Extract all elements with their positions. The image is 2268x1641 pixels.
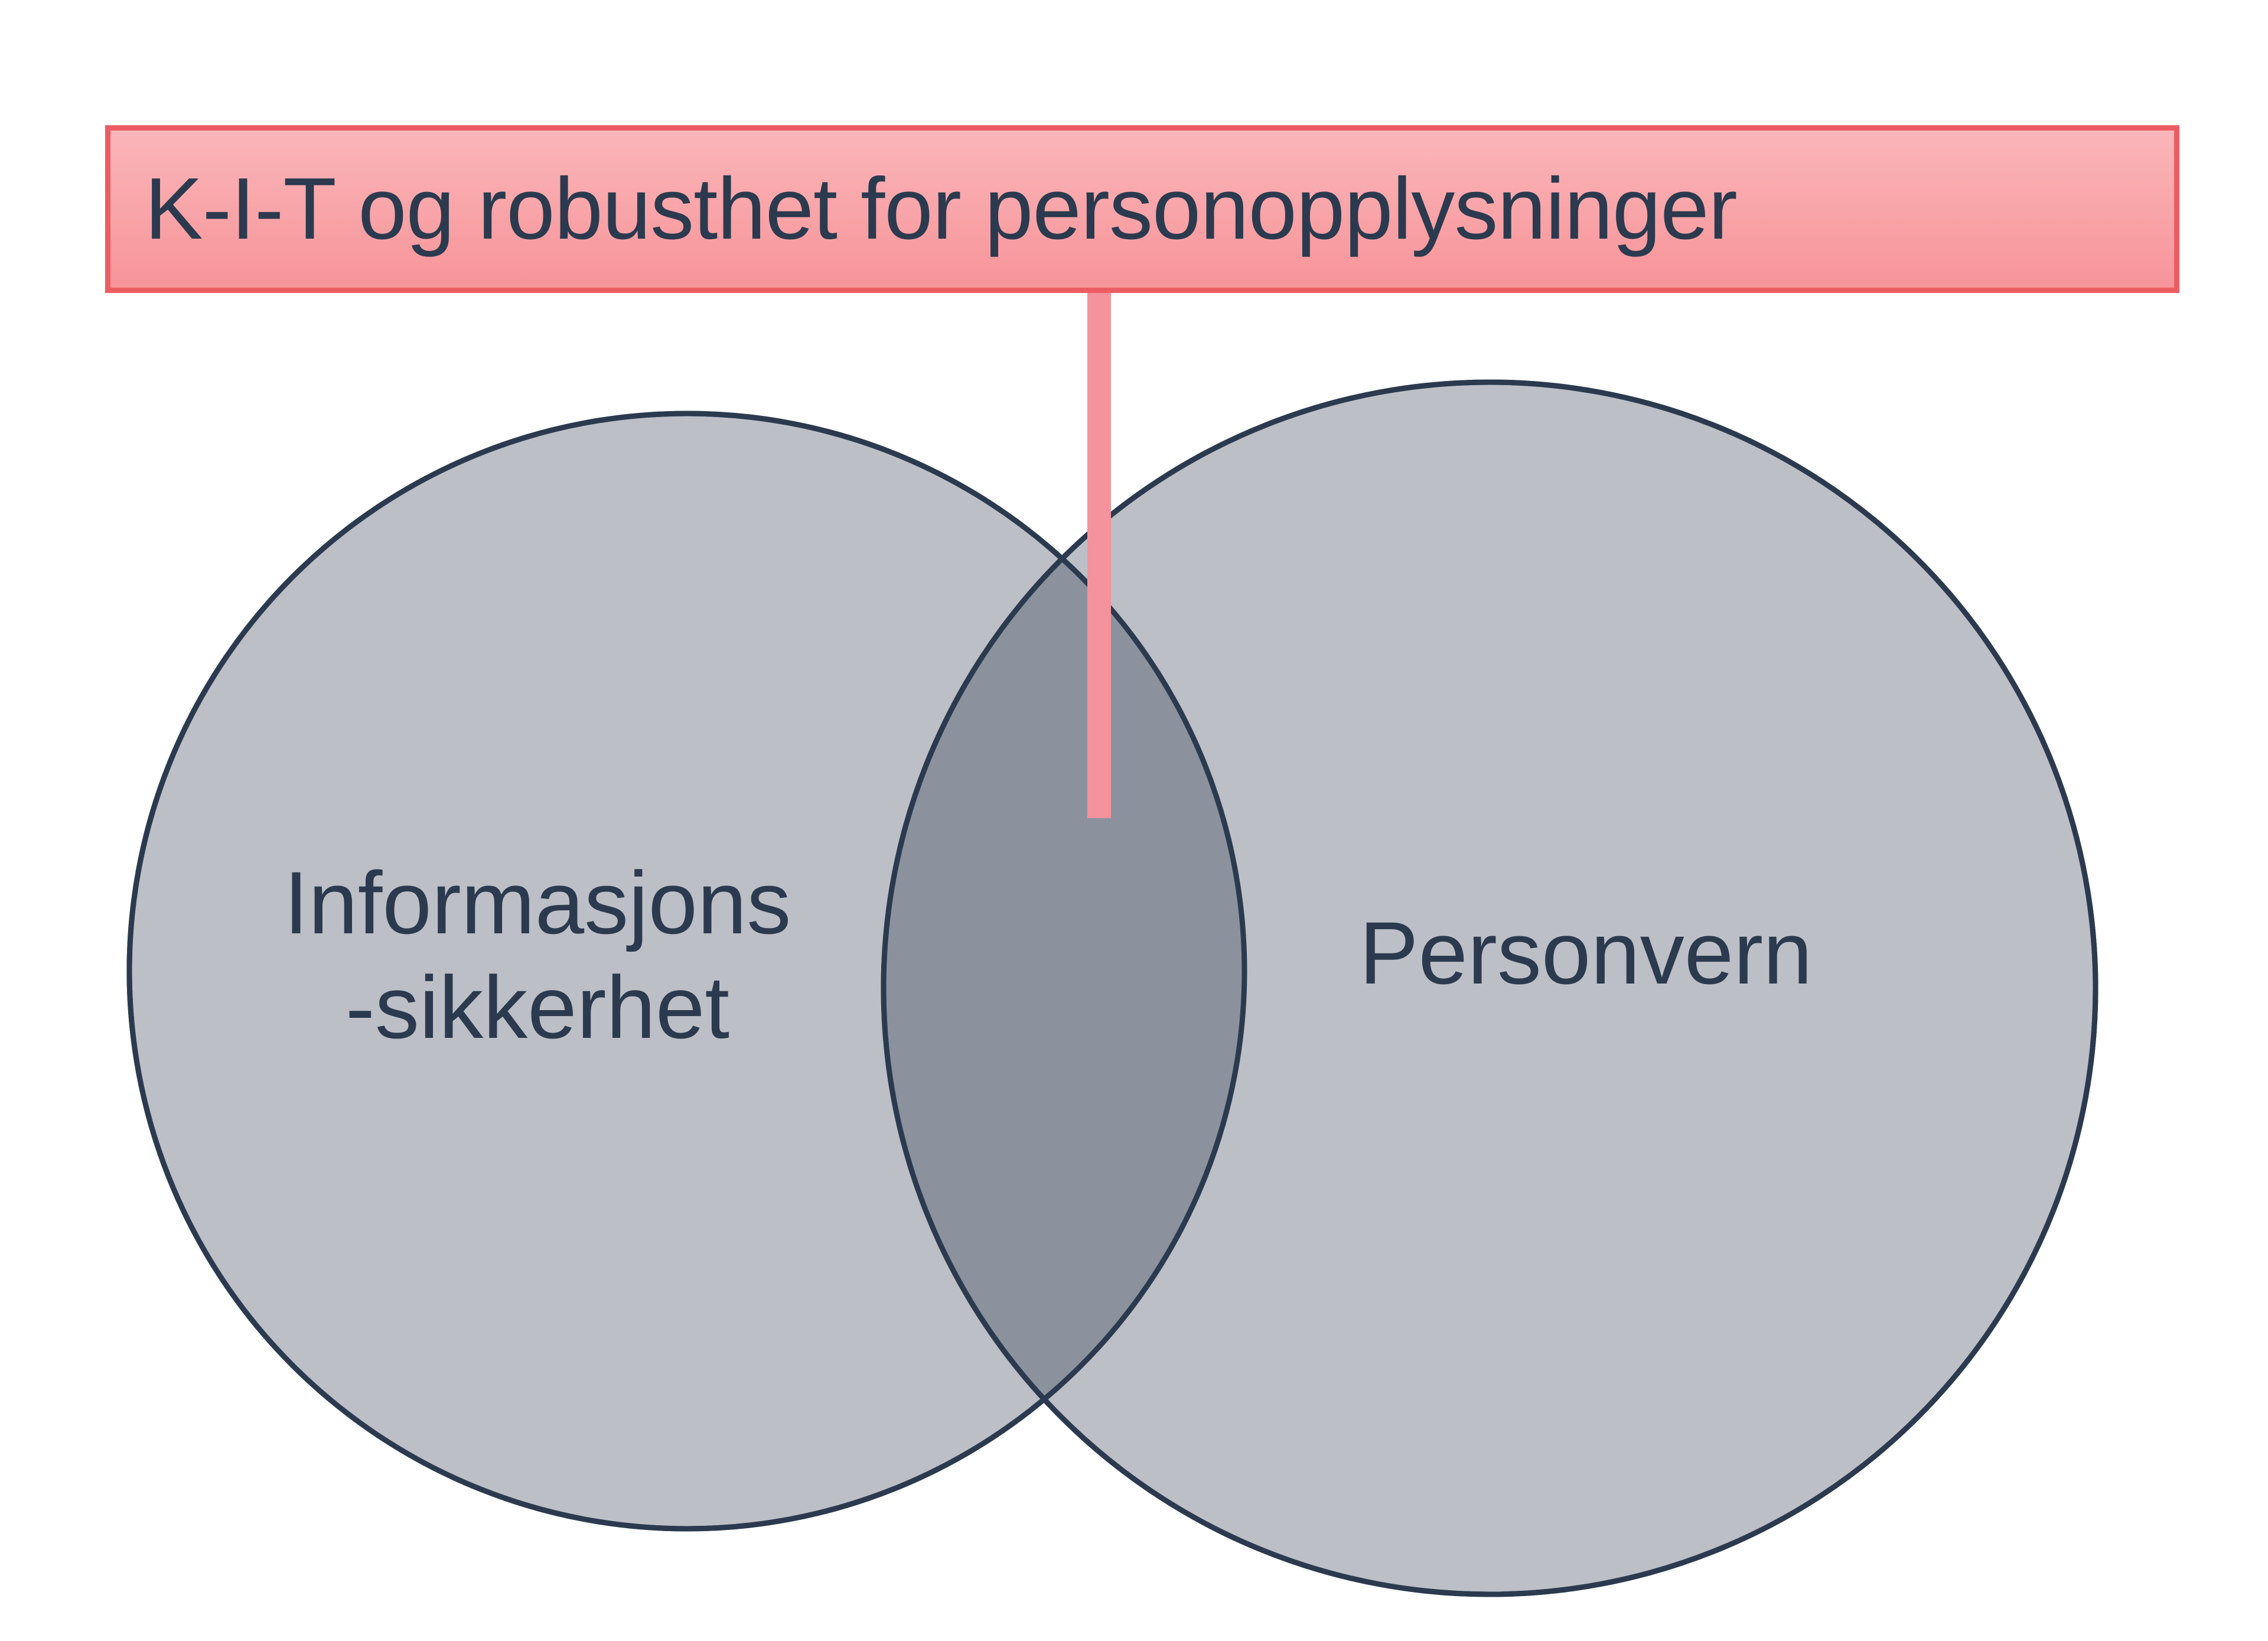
venn-label-personvern: Personvern <box>1359 903 1813 1002</box>
title-banner-label: K-I-T og robusthet for personopplysninge… <box>145 160 1738 258</box>
venn-label-informasjonssikkerhet: Informasjons -sikkerhet <box>284 853 791 1057</box>
connector-line <box>1087 291 1111 818</box>
venn-circle-personvern-outline <box>881 379 2098 1597</box>
title-banner[interactable]: K-I-T og robusthet for personopplysninge… <box>105 125 2179 293</box>
venn-circle-informasjonssikkerhet-outline <box>126 411 1247 1532</box>
